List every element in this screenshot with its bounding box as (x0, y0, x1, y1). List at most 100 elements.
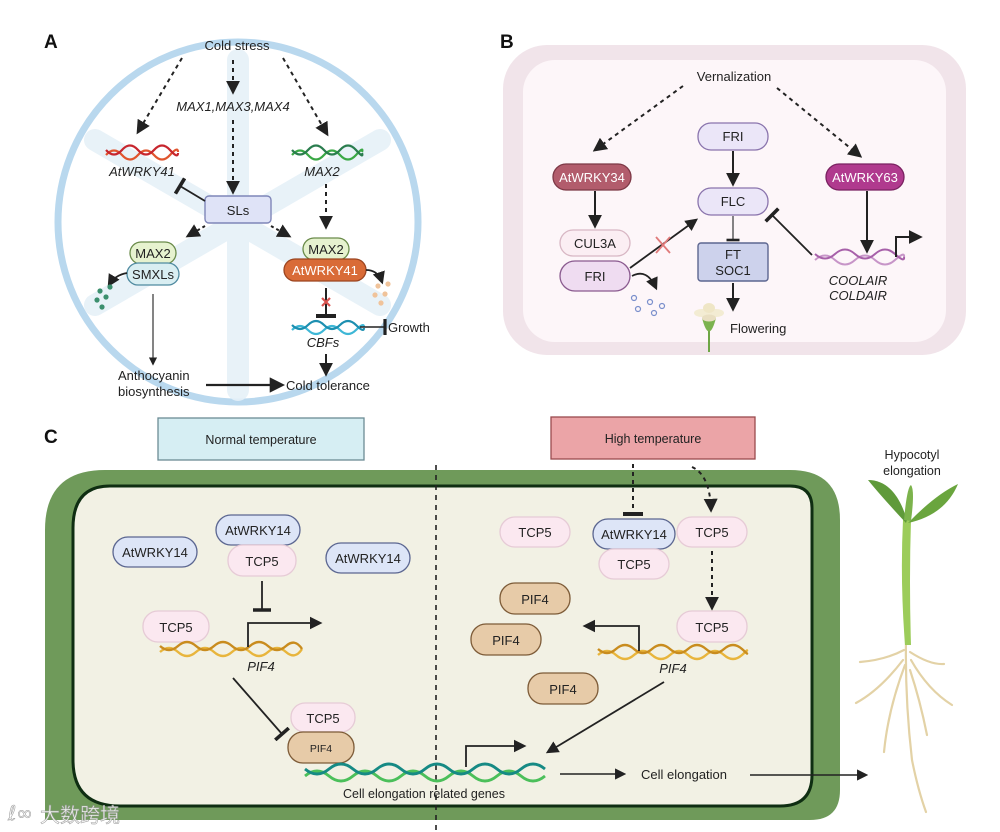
pif4-right-a-label: PIF4 (521, 592, 548, 607)
dna-cbfs-icon (291, 319, 366, 336)
tcp5-right-free-label: TCP5 (518, 525, 551, 540)
transcription-arrow-genes (465, 739, 527, 767)
atwrky63-protein (825, 163, 905, 191)
anthocyanin-label-line1: Anthocyanin (118, 368, 190, 383)
tcp5-promoter-left-label: TCP5 (159, 620, 192, 635)
flower-icon (694, 303, 724, 352)
max-genes-label: MAX1,MAX3,MAX4 (176, 99, 289, 114)
pif4-gene-right-label: PIF4 (659, 661, 686, 676)
max2-right-label: MAX2 (308, 242, 343, 257)
flc-label: FLC (721, 194, 746, 209)
atwrky14-c-label: AtWRKY14 (335, 551, 401, 566)
ft-label: FT (725, 247, 741, 262)
atwrky14-a-label: AtWRKY14 (122, 545, 188, 560)
seedling-icon (854, 480, 958, 814)
fri-bottom-protein (559, 260, 631, 292)
dna-cell-elongation-genes-icon (304, 762, 546, 783)
atwrky14-b-label: AtWRKY14 (225, 523, 291, 538)
tcp5-right-moving-label: TCP5 (695, 525, 728, 540)
sls-label: SLs (227, 203, 250, 218)
tcp5-right-complex (598, 548, 670, 580)
pif4-right-c (527, 672, 599, 705)
fri-top-protein (697, 122, 769, 151)
cold-stress-label: Cold stress (204, 38, 270, 53)
dna-max2-icon (291, 144, 364, 161)
vernalization-label: Vernalization (697, 69, 771, 84)
watermark-logo-icon: ℓ∞ (7, 801, 33, 825)
soc1-label: SOC1 (715, 263, 750, 278)
panel-b-letter: B (500, 32, 514, 53)
blocked-x-icon (321, 297, 331, 307)
arrow-vern-to-wrky34 (592, 85, 684, 152)
pif4-right-c-label: PIF4 (549, 682, 576, 697)
atwrky14-left-free-c (325, 542, 411, 574)
high-temperature-label: High temperature (605, 432, 702, 446)
inhibit-sls-atwrky41 (173, 177, 206, 202)
ft-soc1-box (697, 242, 769, 282)
transcription-arrow-right (582, 619, 640, 651)
tcp5-left-promoter (142, 610, 210, 643)
smxl-label: SMXLs (132, 267, 174, 282)
arrow-smxl-degradation (107, 272, 128, 288)
atwrky41-gene-label: AtWRKY41 (108, 164, 175, 179)
tcp5-right-promoter (676, 610, 748, 643)
coolair-label: COOLAIR (829, 273, 888, 288)
degraded-smxl-dots (94, 284, 113, 310)
flc-protein (697, 187, 769, 216)
cbfs-gene-label: CBFs (307, 335, 340, 350)
pif4-gene-left-label: PIF4 (247, 659, 274, 674)
tcp5-right-free (499, 516, 571, 548)
cold-tolerance-label: Cold tolerance (286, 378, 370, 393)
sls-box (204, 195, 272, 224)
atwrky14-left-free-a (112, 536, 198, 568)
atwrky41-protein-label: AtWRKY41 (292, 263, 358, 278)
cul3a-protein (559, 229, 631, 257)
watermark-text: 大数跨境 (40, 803, 120, 827)
degraded-atwrky41-dots (372, 281, 391, 306)
anthocyanin-label-line2: biosynthesis (118, 384, 190, 399)
dna-pif4-left-icon (159, 640, 304, 658)
coldair-label: COLDAIR (829, 288, 887, 303)
tcp5-right-complex-label: TCP5 (617, 557, 650, 572)
normal-temperature-box (157, 417, 365, 461)
tcp5-complex-label: TCP5 (245, 554, 278, 569)
normal-temperature-label: Normal temperature (205, 433, 316, 447)
degraded-fri-circles (630, 294, 666, 317)
arrow-cold-to-max2 (282, 57, 329, 137)
pif4-right-b (470, 623, 542, 656)
flowering-label: Flowering (730, 321, 786, 336)
tcp5-right-promoter-label: TCP5 (695, 620, 728, 635)
atwrky34-label: AtWRKY34 (559, 170, 625, 185)
tcp5-left-complex (227, 544, 297, 577)
fri-bottom-label: FRI (585, 269, 606, 284)
smxl-protein (126, 262, 180, 286)
atwrky14-right-label: AtWRKY14 (601, 527, 667, 542)
dna-atwrky41-icon (105, 144, 180, 161)
arrow-vern-to-wrky63 (776, 87, 863, 158)
arrow-pif4-to-genes (545, 681, 665, 754)
pif4-left-bottom (287, 731, 355, 764)
panel-c-letter: C (44, 427, 58, 448)
hypocotyl-label-line2: elongation (883, 464, 941, 478)
panel-a-letter: A (44, 32, 58, 53)
high-temperature-box (550, 416, 756, 460)
transcription-arrow-coolair (895, 230, 923, 257)
watermark: ℓ∞ 大数跨境 (7, 801, 121, 828)
inhibit-pif4-target (232, 677, 290, 742)
inhibit-coolair-flc (764, 207, 813, 256)
pif4-bottom-label: PIF4 (310, 743, 332, 755)
arrow-cold-to-atwrky41 (136, 57, 183, 135)
fri-top-label: FRI (723, 129, 744, 144)
atwrky63-label: AtWRKY63 (832, 170, 898, 185)
panel-c: C Normal temperature High temperature At… (44, 416, 958, 832)
cell-genes-label: Cell elongation related genes (343, 787, 505, 801)
pif4-right-a (499, 582, 571, 615)
arrow-fri-degradation (631, 272, 658, 291)
hypocotyl-label-line1: Hypocotyl (885, 448, 940, 462)
panel-b: B Vernalization AtWRKY34 AtWRKY63 FRI FL… (500, 32, 966, 355)
tcp5-right-moving (676, 516, 748, 548)
max2-gene-label: MAX2 (304, 164, 340, 179)
cul3a-label: CUL3A (574, 236, 616, 251)
atwrky34-protein (552, 163, 632, 191)
